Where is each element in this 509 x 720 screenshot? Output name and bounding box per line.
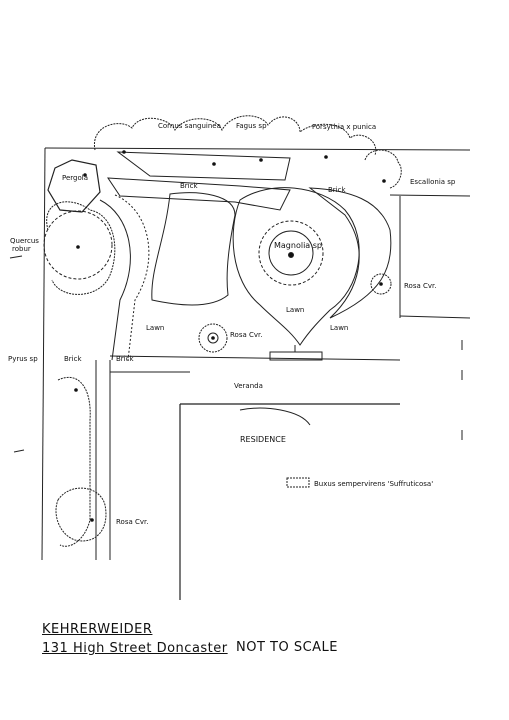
boundary-left bbox=[41, 147, 46, 561]
scale-note: NOT TO SCALE bbox=[236, 640, 339, 655]
label-rosa-mid: Rosa Cvr. bbox=[230, 331, 262, 339]
label-rosa-right: Rosa Cvr. bbox=[404, 282, 436, 290]
boundary-right-mid bbox=[399, 315, 471, 319]
quercus-canopy bbox=[43, 210, 113, 280]
label-brick-left: Brick bbox=[64, 355, 82, 363]
left-tick-1 bbox=[9, 255, 23, 259]
label-fagus: Fagus sp bbox=[236, 122, 267, 130]
magnolia-inner bbox=[268, 230, 314, 276]
boundary-top bbox=[44, 147, 471, 151]
pergola-shape bbox=[47, 159, 101, 213]
stem-base bbox=[269, 351, 323, 361]
residence-entry bbox=[239, 407, 311, 426]
left-tick-2 bbox=[13, 449, 25, 453]
house-top-line bbox=[109, 355, 401, 361]
label-brick-top: Brick bbox=[180, 182, 198, 190]
magnolia-bed-outer bbox=[232, 187, 360, 346]
central-bed bbox=[151, 192, 236, 306]
rosa-right-shrub bbox=[370, 273, 392, 295]
label-quercus-2: robur bbox=[12, 245, 31, 253]
top-bed-upper bbox=[116, 151, 291, 181]
left-path-outer bbox=[99, 199, 131, 361]
buxus-swatch bbox=[286, 477, 310, 488]
quercus-outline bbox=[46, 201, 116, 295]
label-buxus: Buxus sempervirens 'Suffruticosa' bbox=[314, 480, 433, 488]
label-cornus: Cornus sanguinea bbox=[158, 122, 221, 130]
rosa-mid-shrub bbox=[198, 323, 228, 353]
label-lawn-left: Lawn bbox=[146, 324, 164, 332]
left-bed-lower bbox=[57, 377, 91, 547]
label-veranda: Veranda bbox=[234, 382, 263, 390]
label-pergola: Pergola bbox=[62, 174, 88, 182]
boundary-right-top bbox=[389, 194, 471, 197]
rosa-mid-inner bbox=[207, 332, 219, 344]
label-brick-right: Brick bbox=[328, 186, 346, 194]
label-quercus-1: Quercus bbox=[10, 237, 39, 245]
magnolia-stem bbox=[285, 345, 310, 353]
label-forsythia: Forsythia x punica bbox=[312, 123, 376, 131]
magnolia-trunk bbox=[288, 252, 294, 258]
site-address: 131 High Street Doncaster bbox=[42, 641, 228, 656]
label-rosa-bottom: Rosa Cvr. bbox=[116, 518, 148, 526]
label-escallonia: Escallonia sp bbox=[410, 178, 456, 186]
shrub-canopy-right bbox=[364, 149, 402, 189]
client-name: KEHRERWEIDER bbox=[42, 622, 153, 637]
label-brick-mid: Brick bbox=[116, 355, 134, 363]
label-lawn-right: Lawn bbox=[330, 324, 348, 332]
right-bed bbox=[308, 187, 392, 319]
label-lawn-mid: Lawn bbox=[286, 306, 304, 314]
magnolia-canopy bbox=[258, 220, 324, 286]
label-residence: RESIDENCE bbox=[240, 435, 286, 444]
rosa-bottom-shrub bbox=[55, 487, 107, 542]
label-pyrus: Pyrus sp bbox=[8, 355, 38, 363]
top-bed-lower bbox=[107, 177, 291, 211]
left-path-inner bbox=[114, 194, 150, 361]
label-magnolia: Magnolia sp bbox=[274, 241, 322, 250]
shrub-canopy-top bbox=[94, 115, 377, 156]
